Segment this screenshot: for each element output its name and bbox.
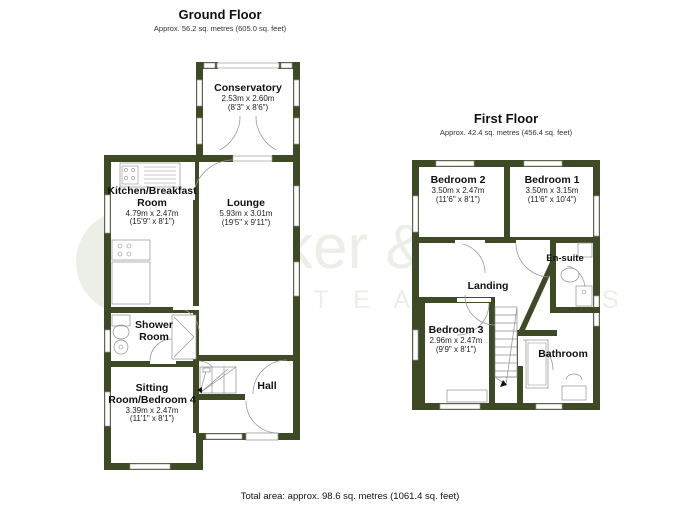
room-label-sitting-room-bedroom-4: Sitting Room/Bedroom 4 3.39m x 2.47m (11… <box>90 382 214 424</box>
room-dim-imperial-lounge: (19'5" x 9'11") <box>221 217 271 227</box>
room-name-bathroom: Bathroom <box>538 348 588 360</box>
room-label-bedroom-3: Bedroom 3 2.96m x 2.47m (9'9" x 8'1") <box>404 324 508 355</box>
wall-conservatory-right <box>293 62 300 157</box>
room-label-landing: Landing <box>443 280 533 293</box>
wall-first-right <box>593 160 600 410</box>
room-label-conservatory: Conservatory 2.53m x 2.60m (8'3" x 8'6") <box>188 82 308 113</box>
room-name-bedroom-3: Bedroom 3 <box>428 324 484 336</box>
room-name-shower-line1: Shower <box>135 319 173 331</box>
room-label-hall: Hall <box>232 380 302 393</box>
wall-ensuite-bottom <box>556 307 600 313</box>
room-dim-metric-lounge: 5.93m x 3.01m <box>219 208 273 218</box>
room-dim-metric-conservatory: 2.53m x 2.60m <box>221 93 275 103</box>
room-label-en-suite: En-suite <box>525 253 605 265</box>
room-name-landing: Landing <box>467 280 509 292</box>
wall-ground-top-left <box>104 155 196 162</box>
room-dim-imperial-kitchen: (15'9" x 8'1") <box>129 217 175 227</box>
room-dim-metric-kitchen: 4.79m x 2.47m <box>125 208 179 218</box>
room-name-bedroom-1: Bedroom 1 <box>524 174 580 186</box>
wall-bathroom-left <box>517 330 523 403</box>
wall-kitchen-shower <box>111 307 199 313</box>
wall-hall-lower <box>199 394 245 400</box>
room-dim-imperial-bedroom-2: (11'6" x 8'1") <box>435 194 481 204</box>
wall-ensuite-left <box>550 243 556 313</box>
wall-diagonal-landing <box>519 262 556 330</box>
room-name-en-suite: En-suite <box>546 253 584 264</box>
wall-bathroom-top <box>517 330 557 336</box>
wall-ground-step <box>196 433 203 470</box>
wall-bed1-bed2 <box>504 167 510 242</box>
room-name-sitting-line2: Room/Bedroom 4 <box>108 393 196 406</box>
room-name-bedroom-2: Bedroom 2 <box>430 174 486 186</box>
room-label-bedroom-2: Bedroom 2 3.50m x 2.47m (11'6" x 8'1") <box>406 174 510 205</box>
ground-floor-drawing <box>104 62 300 470</box>
room-dim-imperial-bedroom-3: (9'9" x 8'1") <box>435 344 477 354</box>
wall-ground-right <box>293 155 300 440</box>
room-name-shower-line2: Room <box>139 330 169 343</box>
room-name-kitchen-line1: Kitchen/Breakfast <box>107 185 197 197</box>
room-dim-metric-bedroom-2: 3.50m x 2.47m <box>431 185 485 195</box>
room-name-hall: Hall <box>257 380 277 392</box>
room-dim-imperial-sitting: (11'1" x 8'1") <box>129 414 175 424</box>
room-label-bedroom-1: Bedroom 1 3.50m x 3.15m (11'6" x 10'4") <box>500 174 604 205</box>
room-dim-metric-bedroom-3: 2.96m x 2.47m <box>429 335 483 345</box>
wall-first-bottom <box>412 403 600 410</box>
room-label-shower-room: Shower Room <box>106 319 202 344</box>
room-label-kitchen-breakfast-room: Kitchen/Breakfast Room 4.79m x 2.47m (15… <box>93 185 211 227</box>
wall-lounge-bottom <box>199 355 300 361</box>
ground-floor-subtitle: Approx. 56.2 sq. metres (605.0 sq. feet) <box>153 24 287 33</box>
room-name-kitchen-line2: Room <box>137 196 167 209</box>
room-dim-imperial-bedroom-1: (11'6" x 10'4") <box>527 194 577 204</box>
ground-floor-title: Ground Floor <box>178 7 262 22</box>
room-dim-metric-sitting: 3.39m x 2.47m <box>125 405 179 415</box>
room-label-lounge: Lounge 5.93m x 3.01m (19'5" x 9'11") <box>192 197 300 228</box>
total-area-footer: Total area: approx. 98.6 sq. metres (106… <box>240 491 460 502</box>
wall-bedroom3-right-a <box>419 297 425 403</box>
room-label-bathroom: Bathroom <box>518 348 608 361</box>
wall-conservatory-left <box>196 62 203 157</box>
first-floor-drawing <box>412 160 600 410</box>
wall-ground-left <box>104 155 111 470</box>
wall-hall-sitting <box>193 361 199 433</box>
wall-bedroom3-right <box>489 297 495 403</box>
room-name-sitting-line1: Sitting <box>135 382 169 394</box>
room-dim-metric-bedroom-1: 3.50m x 3.15m <box>525 185 579 195</box>
room-name-lounge: Lounge <box>227 197 265 209</box>
first-floor-title: First Floor <box>473 111 539 126</box>
wall-kitchen-lounge <box>193 162 199 310</box>
wall-first-top <box>412 160 600 167</box>
room-dim-imperial-conservatory: (8'3" x 8'6") <box>227 102 269 112</box>
wall-first-left <box>412 160 419 410</box>
room-name-conservatory: Conservatory <box>214 82 282 94</box>
first-floor-subtitle: Approx. 42.4 sq. metres (456.4 sq. feet) <box>439 128 573 137</box>
